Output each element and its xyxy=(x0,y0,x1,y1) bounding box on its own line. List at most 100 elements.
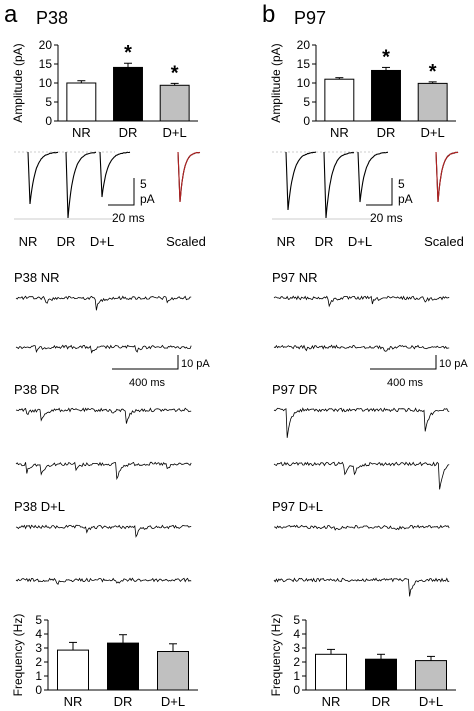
scaled-trace-red xyxy=(177,151,201,203)
frequency-x-tick-label: D+L xyxy=(161,694,185,709)
trace-group-label: P38 NR xyxy=(14,270,60,285)
amplitude-bar-NR xyxy=(66,82,97,122)
avg-trace-label: NR xyxy=(19,234,38,249)
frequency-bar-NR xyxy=(57,649,89,691)
scale-bar-time: 20 ms xyxy=(112,211,145,225)
avg-trace-label: Scaled xyxy=(166,234,206,249)
amplitude-bar-D+L xyxy=(159,84,190,122)
amplitude-y-tick-label: 20 xyxy=(297,38,311,52)
frequency-y-tick-label: 3 xyxy=(293,641,300,655)
frequency-y-tick-label: 0 xyxy=(35,683,42,697)
amplitude-bar-DR xyxy=(113,66,143,122)
frequency-bar-D+L xyxy=(157,651,189,691)
frequency-y-axis-label: Frequency (Hz) xyxy=(11,614,25,697)
amplitude-y-tick-label: 5 xyxy=(45,95,52,109)
epsc-scale-bar xyxy=(366,178,393,206)
amplitude-significance-star: * xyxy=(429,61,437,83)
raw-trace xyxy=(15,295,192,311)
amplitude-y-tick-label: 0 xyxy=(303,114,310,128)
frequency-y-tick-label: 3 xyxy=(35,641,42,655)
trace-group-label: P38 DR xyxy=(14,382,60,397)
raw-trace xyxy=(274,524,450,531)
amplitude-x-tick-label: DR xyxy=(377,125,396,140)
amplitude-x-tick-label: D+L xyxy=(421,125,445,140)
raw-trace xyxy=(15,461,192,481)
amplitude-x-tick-label: NR xyxy=(72,125,91,140)
amplitude-y-tick-label: 10 xyxy=(297,76,311,90)
frequency-y-tick-label: 2 xyxy=(293,655,300,669)
amplitude-y-tick-label: 15 xyxy=(39,57,53,71)
panel-letter: b xyxy=(262,1,275,28)
amplitude-bar-NR xyxy=(324,78,355,122)
frequency-y-tick-label: 4 xyxy=(293,627,300,641)
frequency-x-tick-label: DR xyxy=(372,694,391,709)
scale-bar-amplitude: 5 xyxy=(398,177,405,191)
raw-trace xyxy=(273,577,450,597)
frequency-y-axis-label: Frequency (Hz) xyxy=(269,614,283,697)
trace-scale-time: 400 ms xyxy=(387,377,424,389)
average-epsc-trace-DR xyxy=(65,151,97,219)
frequency-bar-DR xyxy=(107,642,139,691)
frequency-y-tick-label: 1 xyxy=(293,669,300,683)
trace-group-label: P38 D+L xyxy=(14,499,65,514)
raw-trace xyxy=(273,407,450,438)
amplitude-significance-star: * xyxy=(171,62,179,84)
scaled-trace-red xyxy=(435,151,459,203)
amplitude-y-axis-label: Amplitude (pA) xyxy=(11,43,25,122)
raw-trace xyxy=(273,461,450,490)
amplitude-y-axis-label: Amplitude (pA) xyxy=(269,43,283,122)
frequency-y-tick-label: 4 xyxy=(35,627,42,641)
frequency-y-tick-label: 5 xyxy=(35,613,42,627)
frequency-x-tick-label: NR xyxy=(64,694,83,709)
amplitude-x-tick-label: DR xyxy=(119,125,138,140)
amplitude-y-tick-label: 15 xyxy=(297,57,311,71)
trace-scale-amplitude: 10 pA xyxy=(181,358,210,370)
scale-bar-amplitude: 5 xyxy=(140,177,147,191)
amplitude-x-tick-label: NR xyxy=(330,125,349,140)
avg-trace-label: NR xyxy=(277,234,296,249)
amplitude-significance-star: * xyxy=(382,46,390,68)
frequency-bar-D+L xyxy=(415,660,447,691)
panel-title: P97 xyxy=(294,8,326,28)
avg-trace-label: DR xyxy=(315,234,334,249)
raw-trace xyxy=(15,407,192,424)
avg-trace-label: Scaled xyxy=(424,234,464,249)
panel-title: P38 xyxy=(36,8,68,28)
frequency-x-tick-label: DR xyxy=(114,694,133,709)
amplitude-bar-DR xyxy=(371,69,401,122)
amplitude-x-tick-label: D+L xyxy=(163,125,187,140)
scale-bar-amplitude-unit: pA xyxy=(140,192,155,206)
scale-bar-time: 20 ms xyxy=(370,211,403,225)
raw-trace xyxy=(15,577,192,586)
trace-scale-bar xyxy=(112,355,179,370)
panel-letter: a xyxy=(4,1,18,28)
frequency-y-tick-label: 0 xyxy=(293,683,300,697)
frequency-y-tick-label: 2 xyxy=(35,655,42,669)
raw-trace xyxy=(273,344,450,352)
epsc-scale-bar xyxy=(108,178,135,206)
avg-trace-label: DR xyxy=(57,234,76,249)
raw-trace xyxy=(15,344,192,354)
amplitude-y-tick-label: 10 xyxy=(39,76,53,90)
amplitude-significance-star: * xyxy=(124,42,132,64)
trace-group-label: P97 D+L xyxy=(272,499,323,514)
scaled-trace-black xyxy=(177,151,200,203)
trace-scale-bar xyxy=(370,355,437,370)
amplitude-y-tick-label: 20 xyxy=(39,38,53,52)
scaled-trace-black xyxy=(435,151,459,203)
frequency-y-tick-label: 1 xyxy=(35,669,42,683)
average-epsc-trace-D+L xyxy=(99,151,131,198)
raw-trace xyxy=(15,524,192,538)
trace-scale-amplitude: 10 pA xyxy=(439,358,468,370)
avg-trace-label: D+L xyxy=(90,234,114,249)
scale-bar-amplitude-unit: pA xyxy=(398,192,413,206)
average-epsc-trace-NR xyxy=(27,151,59,205)
frequency-x-tick-label: NR xyxy=(322,694,341,709)
frequency-bar-DR xyxy=(365,658,397,691)
frequency-bar-NR xyxy=(315,653,347,691)
raw-trace xyxy=(273,295,450,308)
average-epsc-trace-NR xyxy=(285,151,316,211)
average-epsc-trace-DR xyxy=(323,151,355,219)
frequency-x-tick-label: D+L xyxy=(419,694,443,709)
